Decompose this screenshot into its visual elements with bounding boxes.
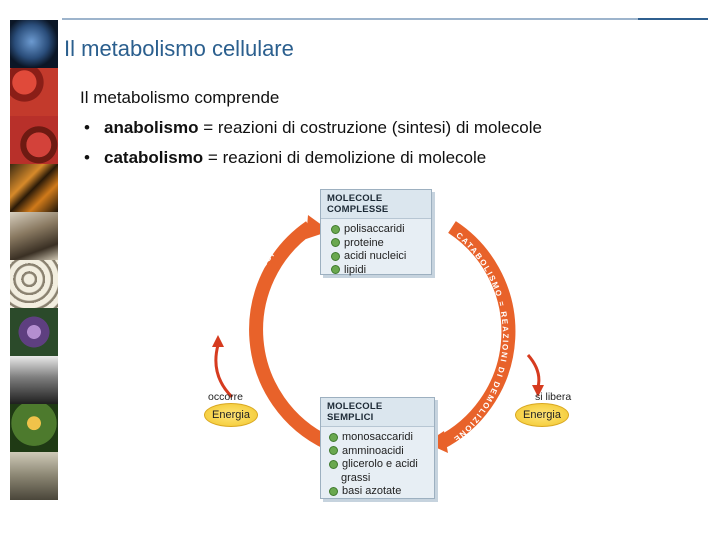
list-item: monosaccaridi bbox=[329, 431, 434, 445]
complex-molecules-title: MOLECOLE COMPLESSE bbox=[321, 190, 431, 219]
list-item: acidi nucleici bbox=[331, 250, 431, 264]
red-cells-photo bbox=[10, 116, 58, 164]
butterfly-photo bbox=[10, 164, 58, 212]
slide-title: Il metabolismo cellulare bbox=[64, 36, 294, 61]
photo-strip bbox=[10, 20, 58, 500]
complex-molecules-box: MOLECOLE COMPLESSE polisaccaridi protein… bbox=[320, 189, 432, 277]
bullet-catabolism: • catabolismo = reazioni di demolizione d… bbox=[84, 148, 486, 168]
list-item: proteine bbox=[331, 237, 431, 251]
bullet-anabolism: • anabolismo = reazioni di costruzione (s… bbox=[84, 118, 542, 138]
list-item: lipidi bbox=[331, 264, 431, 278]
plant-photo bbox=[10, 404, 58, 452]
bullet-dot-icon: • bbox=[84, 148, 90, 167]
definition-anabolism: = reazioni di costruzione (sintesi) di m… bbox=[198, 118, 542, 137]
complex-molecules-list: polisaccaridi proteine acidi nucleici li… bbox=[321, 223, 431, 277]
energy-required-label: occorre bbox=[208, 391, 244, 403]
bullet-circle-icon bbox=[331, 265, 340, 275]
bullet-circle-icon bbox=[329, 432, 338, 442]
bullet-circle-icon bbox=[329, 459, 338, 469]
blood-cells-photo bbox=[10, 68, 58, 116]
list-item: polisaccaridi bbox=[331, 223, 431, 237]
top-rule bbox=[62, 18, 707, 20]
energy-out-arrow bbox=[526, 354, 541, 388]
energy-in-arrow bbox=[214, 344, 234, 399]
top-rule-accent bbox=[638, 18, 708, 20]
list-item: basi azotate bbox=[329, 485, 434, 499]
intro-text: Il metabolismo comprende bbox=[80, 88, 280, 107]
catabolism-arc bbox=[436, 221, 516, 450]
bullet-circle-icon bbox=[331, 251, 340, 261]
crowd-photo bbox=[10, 452, 58, 500]
bullet-circle-icon bbox=[329, 486, 338, 496]
term-catabolism: catabolismo bbox=[104, 148, 204, 167]
metabolism-cycle-diagram: ANABOLISMO = REAZIONI DI SINTESI CATABOL… bbox=[190, 185, 572, 505]
energy-in-arrowhead-icon bbox=[212, 335, 224, 347]
cycle-arrows: ANABOLISMO = REAZIONI DI SINTESI CATABOL… bbox=[212, 215, 544, 453]
list-item: glicerolo e acidi bbox=[329, 458, 434, 472]
simple-molecules-title: MOLECOLE SEMPLICI bbox=[321, 398, 434, 427]
energy-in-text: Energia bbox=[212, 409, 250, 421]
bullet-circle-icon bbox=[329, 446, 338, 456]
definition-catabolism: = reazioni di demolizione di molecole bbox=[203, 148, 487, 167]
cells-photo bbox=[10, 260, 58, 308]
energy-in-burst: Energia bbox=[204, 403, 258, 427]
list-item: amminoacidi bbox=[329, 445, 434, 459]
list-item: grassi bbox=[341, 471, 371, 484]
catabolism-arrowhead-icon bbox=[426, 431, 448, 453]
simple-molecules-box: MOLECOLE SEMPLICI monosaccaridi amminoac… bbox=[320, 397, 435, 499]
animal-photo bbox=[10, 212, 58, 260]
catabolism-arc-label: CATABOLISMO = REAZIONI DI DEMOLIZIONE bbox=[451, 231, 510, 445]
energy-out-text: Energia bbox=[523, 409, 561, 421]
anabolism-arc bbox=[249, 221, 331, 450]
bullet-circle-icon bbox=[331, 224, 340, 234]
bullet-dot-icon: • bbox=[84, 118, 90, 137]
flowers-photo bbox=[10, 308, 58, 356]
energy-out-burst: Energia bbox=[515, 403, 569, 427]
energy-out-arrowhead-icon bbox=[532, 385, 544, 397]
bw-portrait-photo bbox=[10, 356, 58, 404]
simple-molecules-list: monosaccaridi amminoacidi glicerolo e ac… bbox=[321, 431, 434, 499]
energy-released-label: si libera bbox=[535, 391, 572, 403]
earth-photo bbox=[10, 20, 58, 68]
bullet-circle-icon bbox=[331, 238, 340, 248]
term-anabolism: anabolismo bbox=[104, 118, 199, 137]
